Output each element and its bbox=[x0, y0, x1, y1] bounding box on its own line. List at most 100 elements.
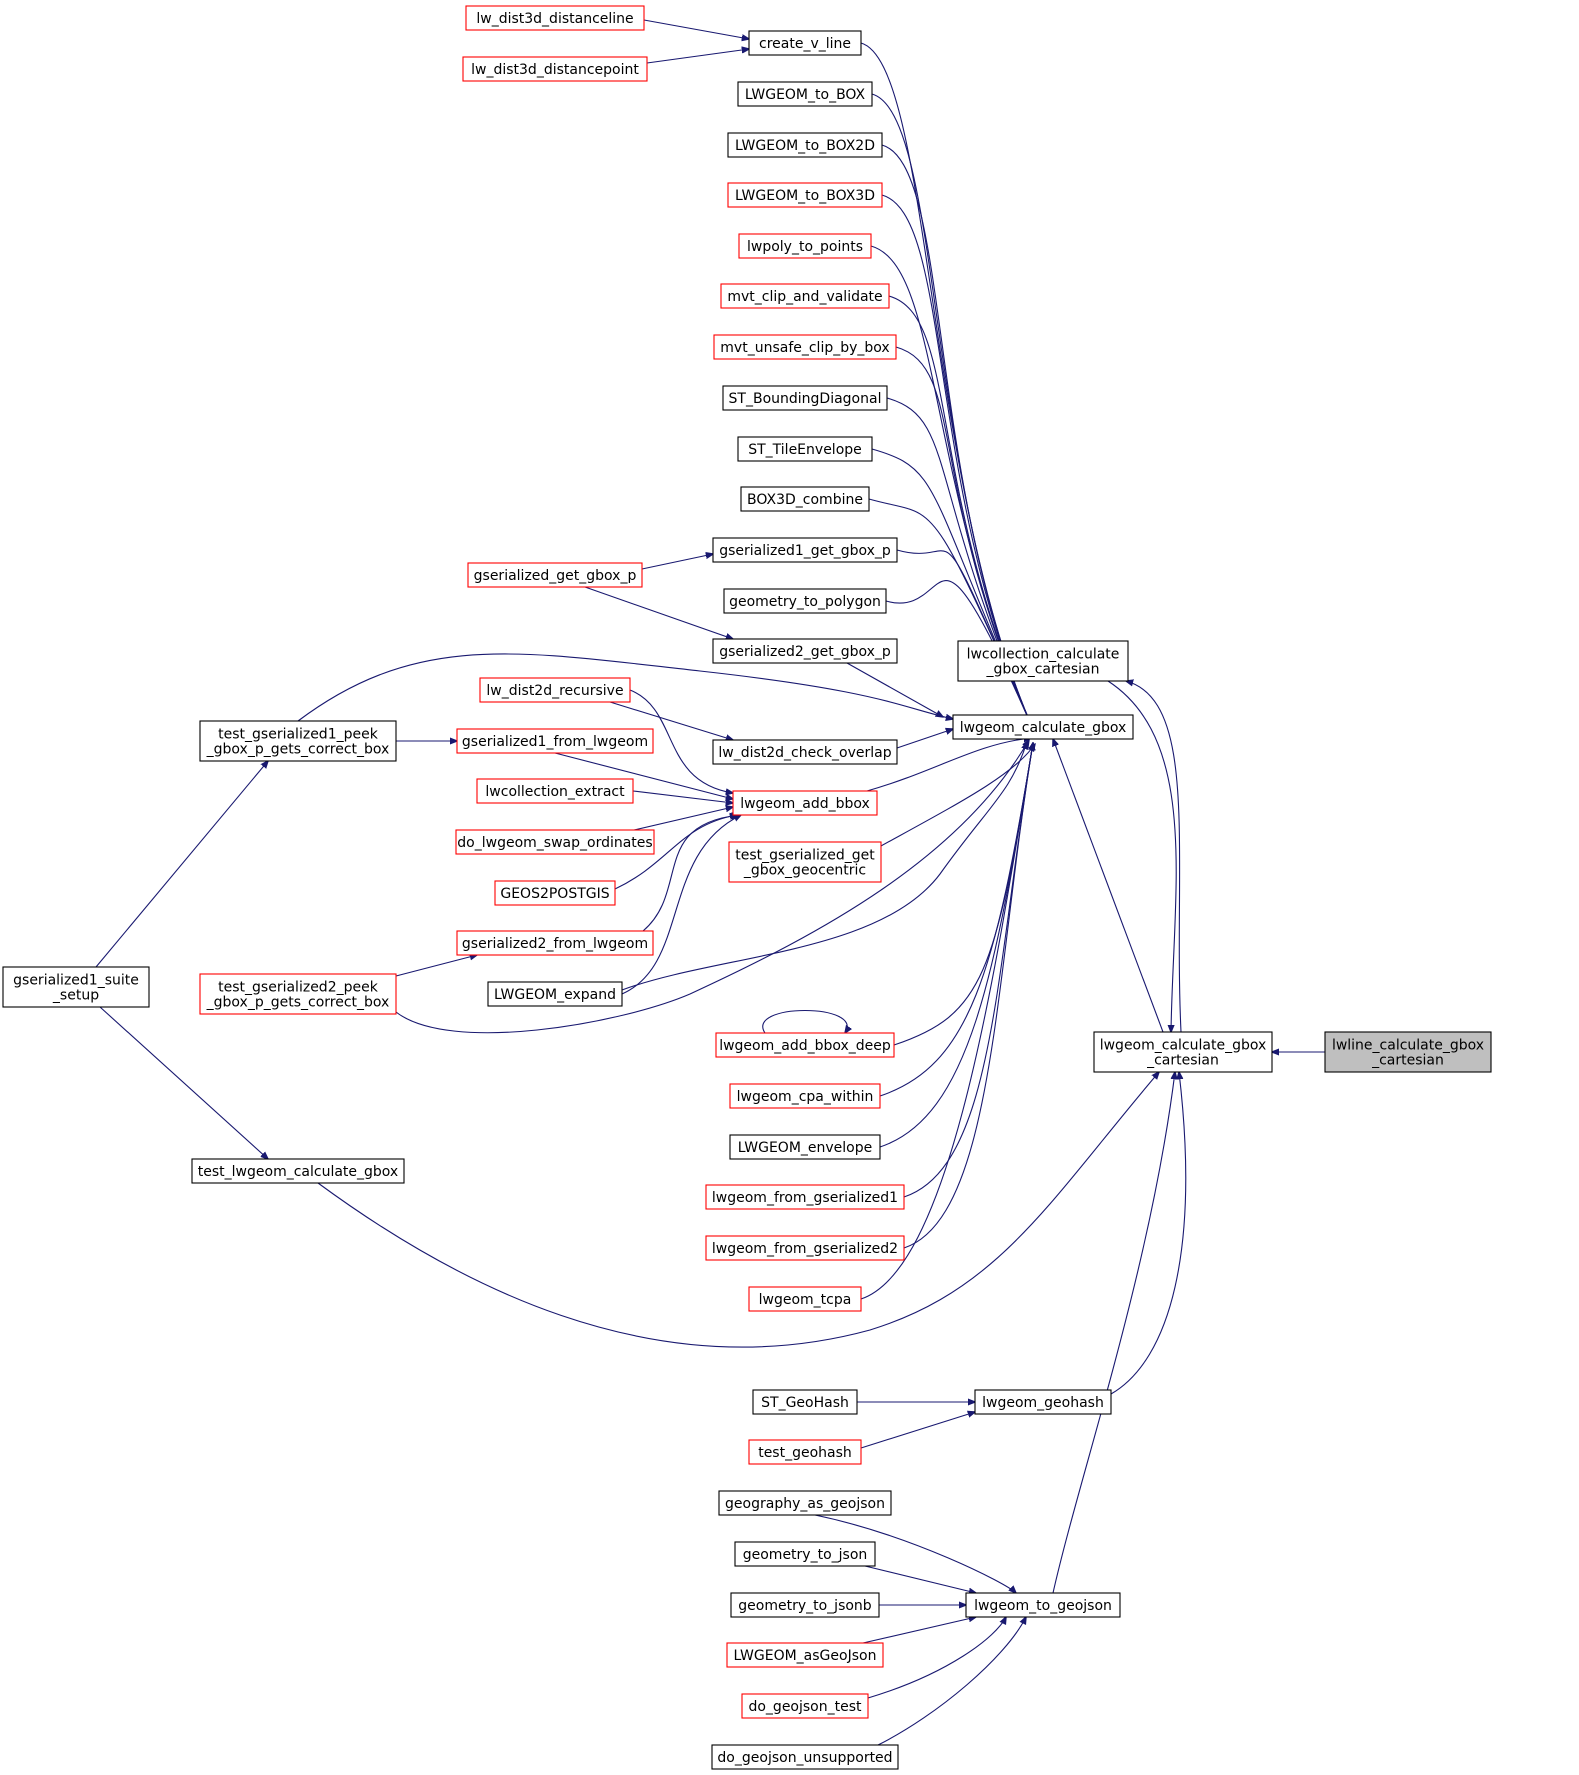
node-LWGEOM_expand[interactable]: LWGEOM_expand bbox=[487, 981, 623, 1007]
node-label: lw_dist3d_distanceline bbox=[476, 11, 633, 27]
node-geography_as_geojson[interactable]: geography_as_geojson bbox=[718, 1490, 892, 1516]
node-lwgeom_calculate_gbox_cartesian[interactable]: lwgeom_calculate_gbox_cartesian bbox=[1093, 1031, 1273, 1073]
node-lwgeom_from_gserialized1[interactable]: lwgeom_from_gserialized1 bbox=[705, 1184, 905, 1210]
node-label: _gbox_p_gets_correct_box bbox=[206, 742, 390, 758]
node-lwgeom_to_geojson[interactable]: lwgeom_to_geojson bbox=[965, 1592, 1121, 1618]
node-do_geojson_unsupported[interactable]: do_geojson_unsupported bbox=[711, 1744, 899, 1770]
edge-lwgeom_calculate_gbox_cartesian-to-lwcollection_calculate_gbox_cartesian bbox=[1126, 681, 1182, 1033]
node-lwgeom_calculate_gbox[interactable]: lwgeom_calculate_gbox bbox=[952, 714, 1134, 740]
node-GEOS2POSTGIS[interactable]: GEOS2POSTGIS bbox=[494, 880, 616, 906]
node-lwgeom_from_gserialized2[interactable]: lwgeom_from_gserialized2 bbox=[705, 1235, 905, 1261]
edge-gserialized2_get_gbox_p-to-lwgeom_calculate_gbox bbox=[846, 662, 943, 717]
node-label: create_v_line bbox=[759, 36, 851, 52]
node-label: gserialized2_get_gbox_p bbox=[719, 644, 891, 660]
node-label: test_lwgeom_calculate_gbox bbox=[198, 1164, 398, 1180]
node-lwpoly_to_points[interactable]: lwpoly_to_points bbox=[738, 233, 872, 259]
node-box bbox=[476, 778, 634, 804]
node-label: lwcollection_extract bbox=[485, 784, 625, 800]
node-box bbox=[1324, 1031, 1492, 1073]
node-label: lw_dist3d_distancepoint bbox=[471, 62, 639, 78]
node-gserialized1_get_gbox_p[interactable]: gserialized1_get_gbox_p bbox=[712, 537, 898, 563]
edge-lwgeom_from_gserialized2-to-lwgeom_calculate_gbox bbox=[903, 743, 1033, 1249]
node-box bbox=[1093, 1031, 1273, 1073]
node-box bbox=[191, 1158, 405, 1184]
node-test_gserialized2_peek_gbox_p_gets_correct_box[interactable]: test_gserialized2_peek_gbox_p_gets_corre… bbox=[199, 973, 397, 1015]
node-lwgeom_add_bbox[interactable]: lwgeom_add_bbox bbox=[732, 790, 878, 816]
node-LWGEOM_envelope[interactable]: LWGEOM_envelope bbox=[729, 1134, 881, 1160]
node-label: do_lwgeom_swap_ordinates bbox=[457, 835, 652, 851]
node-lwline_calculate_gbox_cartesian[interactable]: lwline_calculate_gbox_cartesian bbox=[1324, 1031, 1492, 1073]
node-box bbox=[965, 1592, 1121, 1618]
node-lwgeom_cpa_within[interactable]: lwgeom_cpa_within bbox=[729, 1083, 881, 1109]
node-lw_dist2d_check_overlap[interactable]: lw_dist2d_check_overlap bbox=[712, 739, 898, 765]
edge-lwgeom_tcpa-to-lwgeom_calculate_gbox bbox=[860, 743, 1033, 1300]
node-label: lw_dist2d_check_overlap bbox=[718, 745, 891, 761]
node-test_gserialized_get_gbox_geocentric[interactable]: test_gserialized_get_gbox_geocentric bbox=[728, 841, 882, 883]
node-lw_dist2d_recursive[interactable]: lw_dist2d_recursive bbox=[479, 677, 631, 703]
node-box bbox=[737, 81, 873, 107]
node-box bbox=[711, 1744, 899, 1770]
node-label: test_gserialized2_peek bbox=[218, 980, 379, 996]
node-lw_dist3d_distanceline[interactable]: lw_dist3d_distanceline bbox=[465, 5, 645, 31]
node-ST_TileEnvelope[interactable]: ST_TileEnvelope bbox=[737, 436, 873, 462]
edge-gserialized_get_gbox_p-to-gserialized2_get_gbox_p bbox=[584, 586, 733, 639]
edge-gserialized1_suite_setup-to-test_gserialized1_peek_gbox_p_gets_correct_box bbox=[95, 761, 268, 968]
edge-do_geojson_test-to-lwgeom_to_geojson bbox=[867, 1617, 1006, 1699]
edge-lwgeom_add_bbox_deep-to-lwgeom_add_bbox_deep bbox=[762, 1009, 848, 1034]
node-mvt_clip_and_validate[interactable]: mvt_clip_and_validate bbox=[720, 283, 890, 309]
node-create_v_line[interactable]: create_v_line bbox=[748, 30, 862, 56]
node-LWGEOM_to_BOX[interactable]: LWGEOM_to_BOX bbox=[737, 81, 873, 107]
node-box bbox=[705, 1235, 905, 1261]
node-label: lwcollection_calculate bbox=[967, 647, 1120, 663]
node-box bbox=[722, 385, 888, 411]
node-gserialized1_from_lwgeom[interactable]: gserialized1_from_lwgeom bbox=[456, 728, 654, 754]
node-label: lwgeom_add_bbox bbox=[740, 796, 870, 812]
node-ST_GeoHash[interactable]: ST_GeoHash bbox=[752, 1389, 858, 1415]
node-LWGEOM_to_BOX3D[interactable]: LWGEOM_to_BOX3D bbox=[727, 182, 883, 208]
edge-LWGEOM_to_BOX-to-lwgeom_calculate_gbox bbox=[871, 93, 1033, 729]
node-ST_BoundingDiagonal[interactable]: ST_BoundingDiagonal bbox=[722, 385, 888, 411]
node-LWGEOM_asGeoJson[interactable]: LWGEOM_asGeoJson bbox=[726, 1642, 884, 1668]
node-label: _gbox_p_gets_correct_box bbox=[206, 995, 390, 1011]
node-box bbox=[957, 640, 1129, 682]
node-test_geohash[interactable]: test_geohash bbox=[748, 1439, 862, 1465]
node-label: gserialized_get_gbox_p bbox=[474, 568, 637, 584]
edge-lwgeom_cpa_within-to-lwgeom_calculate_gbox bbox=[879, 743, 1033, 1097]
node-mvt_unsafe_clip_by_box[interactable]: mvt_unsafe_clip_by_box bbox=[713, 334, 897, 360]
node-lwcollection_extract[interactable]: lwcollection_extract bbox=[476, 778, 634, 804]
node-BOX3D_combine[interactable]: BOX3D_combine bbox=[740, 486, 870, 512]
edge-test_gserialized2_peek_gbox_p_gets_correct_box-to-gserialized2_from_lwgeom bbox=[395, 955, 477, 977]
node-test_gserialized1_peek_gbox_p_gets_correct_box[interactable]: test_gserialized1_peek_gbox_p_gets_corre… bbox=[199, 720, 397, 762]
node-gserialized_get_gbox_p[interactable]: gserialized_get_gbox_p bbox=[467, 562, 643, 588]
node-label: geometry_to_json bbox=[743, 1547, 868, 1563]
node-lwgeom_tcpa[interactable]: lwgeom_tcpa bbox=[748, 1286, 862, 1312]
node-geometry_to_polygon[interactable]: geometry_to_polygon bbox=[723, 588, 887, 614]
edges bbox=[95, 19, 1325, 1746]
edge-do_lwgeom_swap_ordinates-to-lwgeom_add_bbox bbox=[633, 807, 733, 831]
node-lwgeom_add_bbox_deep[interactable]: lwgeom_add_bbox_deep bbox=[715, 1032, 895, 1058]
edge-test_lwgeom_calculate_gbox-to-lwgeom_calculate_gbox_cartesian bbox=[317, 1072, 1159, 1348]
node-gserialized1_suite_setup[interactable]: gserialized1_suite_setup bbox=[2, 966, 150, 1008]
node-lw_dist3d_distancepoint[interactable]: lw_dist3d_distancepoint bbox=[462, 56, 648, 82]
node-geometry_to_json[interactable]: geometry_to_json bbox=[734, 1541, 876, 1567]
node-box bbox=[715, 1032, 895, 1058]
node-lwcollection_calculate_gbox_cartesian[interactable]: lwcollection_calculate_gbox_cartesian bbox=[957, 640, 1129, 682]
node-label: mvt_unsafe_clip_by_box bbox=[720, 340, 889, 356]
node-label: gserialized1_suite bbox=[13, 973, 139, 989]
node-box bbox=[479, 677, 631, 703]
node-geometry_to_jsonb[interactable]: geometry_to_jsonb bbox=[730, 1592, 880, 1618]
node-box bbox=[705, 1184, 905, 1210]
node-test_lwgeom_calculate_gbox[interactable]: test_lwgeom_calculate_gbox bbox=[191, 1158, 405, 1184]
edge-LWGEOM_asGeoJson-to-lwgeom_to_geojson bbox=[862, 1617, 976, 1644]
node-gserialized2_from_lwgeom[interactable]: gserialized2_from_lwgeom bbox=[456, 930, 654, 956]
node-gserialized2_get_gbox_p[interactable]: gserialized2_get_gbox_p bbox=[712, 638, 898, 664]
node-label: test_gserialized_get bbox=[735, 848, 875, 864]
edge-lwgeom_to_geojson-to-lwgeom_calculate_gbox_cartesian bbox=[1052, 1072, 1175, 1594]
node-do_lwgeom_swap_ordinates[interactable]: do_lwgeom_swap_ordinates bbox=[455, 829, 655, 855]
node-label: LWGEOM_envelope bbox=[738, 1140, 873, 1156]
edge-lwgeom_add_bbox-to-lwgeom_calculate_gbox bbox=[866, 738, 1031, 792]
node-lwgeom_geohash[interactable]: lwgeom_geohash bbox=[974, 1389, 1112, 1415]
node-do_geojson_test[interactable]: do_geojson_test bbox=[741, 1693, 869, 1719]
edge-GEOS2POSTGIS-to-lwgeom_add_bbox bbox=[614, 815, 737, 890]
node-LWGEOM_to_BOX2D[interactable]: LWGEOM_to_BOX2D bbox=[727, 132, 883, 158]
